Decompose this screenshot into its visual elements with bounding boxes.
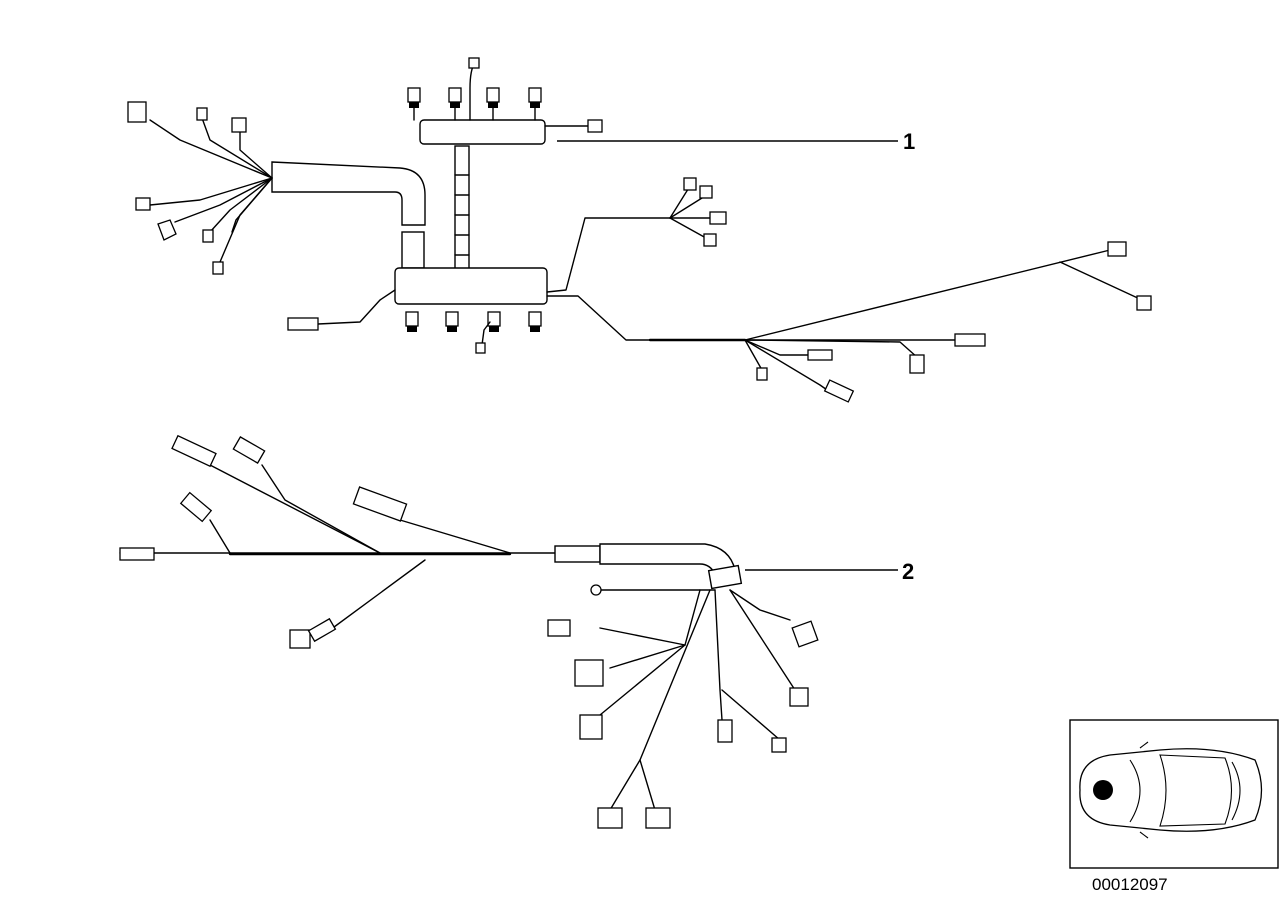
callout-2[interactable]: 2	[745, 559, 914, 584]
right-long-branch	[546, 241, 1152, 403]
upper-left-leads	[171, 434, 511, 554]
callout-number-1: 1	[903, 129, 915, 154]
fan-out-wires	[547, 584, 819, 829]
harness-2[interactable]	[119, 434, 819, 829]
callout-1[interactable]: 1	[557, 129, 915, 154]
right-upper-branch	[546, 177, 727, 293]
elbow-lower-sleeve	[401, 231, 425, 269]
vertical-conduit-ribs	[454, 174, 470, 256]
upper-injector-connectors	[407, 57, 603, 133]
lower-injector-connectors	[405, 311, 542, 354]
upper-injector-rail	[419, 119, 546, 145]
lower-left-lead-2	[289, 559, 426, 649]
vertical-conduit	[454, 145, 470, 271]
trunk-end-connector	[119, 547, 155, 561]
harness-1[interactable]	[127, 57, 1152, 403]
dot-marker-icon	[1093, 780, 1113, 800]
callout-number-2: 2	[902, 559, 914, 584]
lower-left-lead	[287, 289, 396, 331]
lower-injector-rail	[394, 267, 548, 305]
left-wire-bundle	[127, 101, 273, 275]
part-code-label: 00012097	[1092, 875, 1168, 894]
trunk-boot	[707, 564, 743, 590]
car-top-view-icon	[1079, 741, 1263, 839]
vehicle-location-inset	[1069, 719, 1279, 869]
trunk-grommet	[554, 545, 601, 563]
left-elbow-conduit	[271, 161, 426, 226]
